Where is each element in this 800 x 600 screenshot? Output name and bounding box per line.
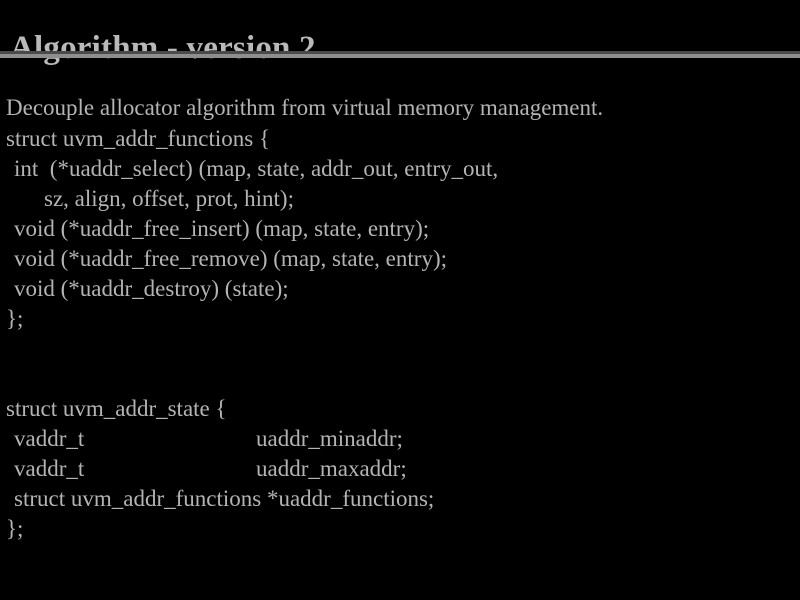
code-line-uaddr-select-part2: sz, align, offset, prot, hint); <box>44 186 294 211</box>
code-line-uaddr-destroy: void (*uaddr_destroy) (state); <box>14 276 289 301</box>
minaddr-name: uaddr_minaddr; <box>256 426 403 451</box>
page-title: Algorithm - version 2 <box>10 30 316 67</box>
code-line-uaddr-select-part1: int (*uaddr_select) (map, state, addr_ou… <box>14 156 499 181</box>
divider-light-band <box>0 54 800 58</box>
divider-dark-band <box>0 51 800 54</box>
title-divider-rule <box>0 51 800 58</box>
code-line-uaddr-maxaddr: vaddr_t uaddr_maxaddr; <box>6 454 796 484</box>
code-line-struct-state-close: }; <box>6 516 24 541</box>
code-line-uaddr-minaddr: vaddr_t uaddr_minaddr; <box>6 424 796 454</box>
code-line-struct-functions-close: }; <box>6 306 24 331</box>
maxaddr-name: uaddr_maxaddr; <box>256 456 407 481</box>
maxaddr-type: vaddr_t <box>14 456 85 481</box>
minaddr-type: vaddr_t <box>14 426 85 451</box>
code-line-struct-functions-open: struct uvm_addr_functions { <box>6 126 270 151</box>
code-block: struct uvm_addr_functions { int (*uaddr_… <box>6 124 796 544</box>
code-line-uaddr-functions-pointer: struct uvm_addr_functions *uaddr_functio… <box>14 486 435 511</box>
code-line-struct-state-open: struct uvm_addr_state { <box>6 396 227 421</box>
code-line-uaddr-free-remove: void (*uaddr_free_remove) (map, state, e… <box>14 246 447 271</box>
code-line-blank-2 <box>6 364 796 394</box>
lead-statement: Decouple allocator algorithm from virtua… <box>6 95 604 120</box>
code-line-blank-1 <box>6 334 796 364</box>
code-line-uaddr-free-insert: void (*uaddr_free_insert) (map, state, e… <box>14 216 430 241</box>
slide-body: Decouple allocator algorithm from virtua… <box>0 62 800 600</box>
